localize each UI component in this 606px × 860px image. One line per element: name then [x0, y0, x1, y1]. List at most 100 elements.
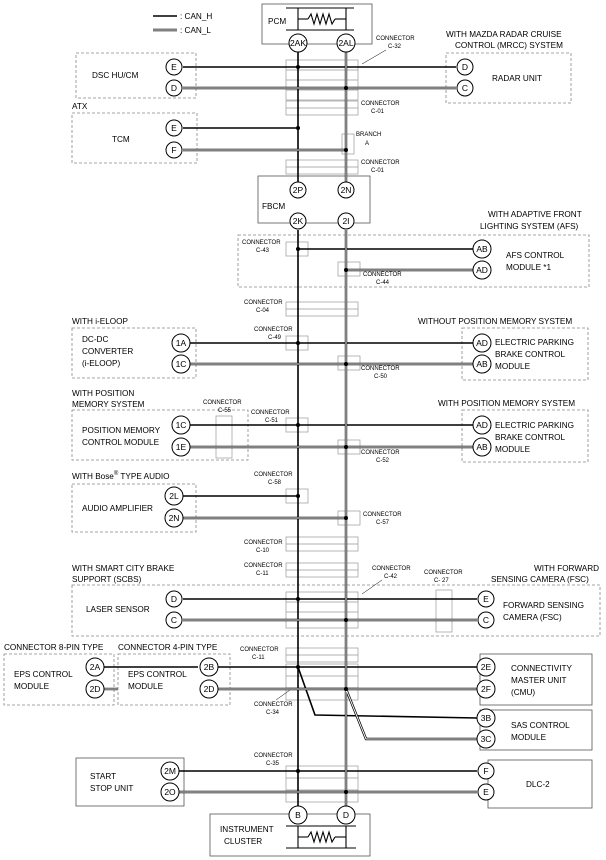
- fsc-title-1: WITH FORWARD: [534, 564, 599, 573]
- ic-terminator: [286, 825, 356, 849]
- tcm-pin-h: E: [165, 119, 183, 137]
- connector-c27-block: [435, 589, 453, 633]
- ieloop-label-2: CONVERTER: [82, 347, 133, 356]
- laser-sensor-label: LASER SENSOR: [86, 605, 150, 614]
- connector-blocks: [215, 59, 453, 803]
- legend: : CAN_H : CAN_L: [153, 12, 212, 35]
- posmem-pin-l: 1E: [171, 437, 191, 457]
- cmu-pin-l: 2F: [476, 679, 496, 699]
- svg-text:2AK: 2AK: [290, 38, 306, 48]
- fbcm-label: FBCM: [262, 202, 285, 211]
- connector-c04-label-2: C-04: [256, 308, 270, 314]
- svg-text:1C: 1C: [176, 359, 187, 369]
- svg-text:3C: 3C: [481, 734, 492, 744]
- epb1-title: WITHOUT POSITION MEMORY SYSTEM: [418, 317, 572, 326]
- connector-c27-label-2: C- 27: [434, 578, 449, 584]
- svg-text:2O: 2O: [164, 787, 176, 797]
- svg-text:2P: 2P: [293, 185, 304, 195]
- connector-c34-label-1: CONNECTOR: [254, 702, 293, 708]
- dsc-pin-l: D: [165, 79, 183, 97]
- bose-pin-h: 2L: [164, 486, 184, 506]
- svg-text:C: C: [462, 83, 468, 93]
- svg-text:1E: 1E: [176, 442, 187, 452]
- audio-amplifier-label: AUDIO AMPLIFIER: [82, 504, 153, 513]
- connector-c11b-label-2: C-11: [252, 655, 265, 661]
- eps8-title: CONNECTOR 8-PIN TYPE: [4, 643, 104, 652]
- radar-pin-l: C: [456, 79, 474, 97]
- eps4-label-1: EPS CONTROL: [128, 670, 187, 679]
- sas-label-2: MODULE: [511, 733, 547, 742]
- cmu-box: [479, 653, 593, 706]
- connector-c34-block: [285, 663, 359, 701]
- scbs-title-2: SUPPORT (SCBS): [72, 575, 142, 584]
- epb2-title: WITH POSITION MEMORY SYSTEM: [438, 399, 575, 408]
- connector-c27-label-1: CONNECTOR: [424, 570, 463, 576]
- scbs-pin-l: C: [165, 611, 183, 629]
- epb2-box: [461, 409, 589, 463]
- dlc-pin-l: E: [477, 783, 495, 801]
- start-pin-h: 2M: [160, 761, 180, 781]
- start-pin-l: 2O: [160, 782, 180, 802]
- dlc-pin-h: F: [477, 762, 495, 780]
- connector-c55-block: [215, 415, 233, 459]
- connector-c44-label-2: C-44: [376, 280, 390, 286]
- posmem-label-1: POSITION MEMORY: [82, 426, 161, 435]
- svg-text:C: C: [171, 615, 177, 625]
- eps4-box: [117, 653, 231, 706]
- connector-c35-label-2: C-35: [266, 761, 280, 767]
- legend-can-l-label: : CAN_L: [180, 26, 211, 35]
- afs-title-1: WITH ADAPTIVE FRONT: [488, 210, 582, 219]
- posmem-title-2: MEMORY SYSTEM: [72, 400, 145, 409]
- branch-a-block: [341, 133, 355, 155]
- cmu-label-2: MASTER UNIT: [511, 676, 567, 685]
- connector-c04-label-1: CONNECTOR: [244, 300, 283, 306]
- svg-text:AD: AD: [476, 420, 488, 430]
- connector-c50-label-1: CONNECTOR: [361, 366, 400, 372]
- sas-box: [479, 709, 593, 751]
- connector-c55-label-1: CONNECTOR: [203, 400, 242, 406]
- svg-text:2B: 2B: [204, 662, 215, 672]
- connector-c01a-label-2: C-01: [371, 109, 385, 115]
- eps4-title: CONNECTOR 4-PIN TYPE: [118, 643, 218, 652]
- connector-c55-label-2: C-55: [218, 408, 232, 414]
- fsc-label-2: CAMERA (FSC): [503, 613, 562, 622]
- tcm-label: TCM: [112, 135, 130, 144]
- eps8-pin-l: 2D: [85, 679, 105, 699]
- svg-text:AB: AB: [476, 442, 488, 452]
- dsc-box: [75, 52, 197, 99]
- svg-text:2D: 2D: [204, 684, 215, 694]
- tcm-box: [71, 112, 198, 164]
- epb2-label-1: ELECTRIC PARKING: [495, 421, 574, 430]
- fsc-pin-l: C: [477, 611, 495, 629]
- svg-text:AD: AD: [476, 338, 488, 348]
- svg-text:E: E: [171, 123, 177, 133]
- svg-text:1A: 1A: [176, 338, 187, 348]
- svg-text:AD: AD: [476, 265, 488, 275]
- eps8-box: [3, 653, 115, 706]
- connector-c11a-label-1: CONNECTOR: [244, 563, 283, 569]
- dsc-label: DSC HU/CM: [92, 71, 139, 80]
- svg-text:2M: 2M: [164, 766, 176, 776]
- svg-text:2N: 2N: [341, 185, 352, 195]
- svg-text:AB: AB: [476, 359, 488, 369]
- svg-text:F: F: [483, 766, 488, 776]
- can-h-wires: [104, 52, 478, 806]
- ic-pin-l: D: [336, 805, 356, 825]
- epb1-label-2: BRAKE CONTROL: [495, 350, 566, 359]
- branch-a-label-2: A: [365, 141, 369, 147]
- mrcc-title-2: CONTROL (MRCC) SYSTEM: [455, 41, 563, 50]
- start-stop-label-1: START: [90, 772, 116, 781]
- connector-c10-label-2: C-10: [256, 548, 270, 554]
- connector-c35-block: [285, 765, 359, 803]
- svg-text:F: F: [171, 145, 176, 155]
- bose-box: [71, 483, 197, 533]
- afs-label-1: AFS CONTROL: [506, 251, 565, 260]
- scbs-title-1: WITH SMART CITY BRAKE: [72, 564, 175, 573]
- fbcm-pin-bot-l: 2I: [337, 212, 355, 230]
- cmu-label-3: (CMU): [511, 688, 535, 697]
- fsc-title-2: SENSING CAMERA (FSC): [491, 575, 589, 584]
- connector-c01b-label-2: C-01: [371, 168, 385, 174]
- connector-c58-label-1: CONNECTOR: [254, 472, 293, 478]
- eps8-label-1: EPS CONTROL: [14, 670, 73, 679]
- radar-pin-h: D: [456, 58, 474, 76]
